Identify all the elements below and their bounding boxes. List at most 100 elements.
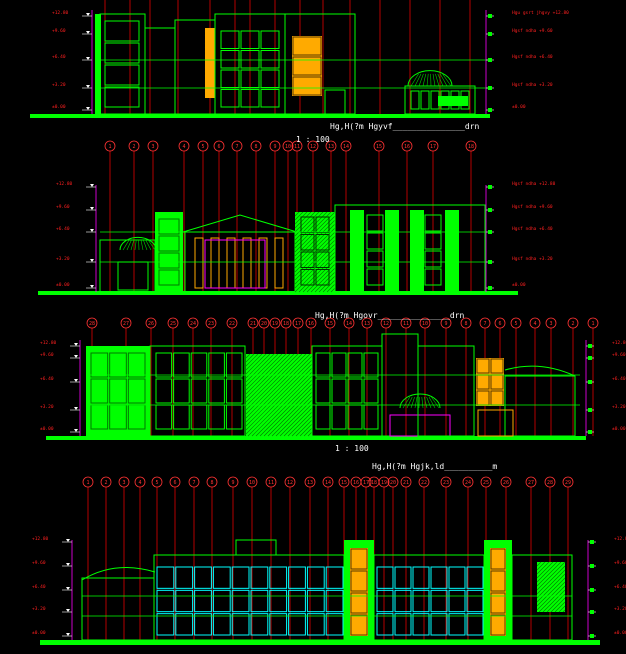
window <box>240 30 260 49</box>
level-label-left: ±0.00 <box>40 426 54 432</box>
grid-axis-label: 16 <box>308 321 314 327</box>
window <box>212 613 231 636</box>
window <box>260 30 280 49</box>
window <box>490 614 506 636</box>
dome-rib <box>431 396 440 409</box>
level-label-right: Hgsf ndha +6.40 <box>512 226 553 232</box>
hatch-line <box>245 353 283 391</box>
window <box>424 268 442 286</box>
level-marker-left <box>86 107 90 110</box>
entrance <box>477 409 514 437</box>
hatch-line <box>287 411 313 437</box>
hatch-line <box>245 353 275 383</box>
window <box>315 216 330 233</box>
ground-line <box>40 640 600 645</box>
grid-axis-label: 8 <box>210 480 213 486</box>
grid-axis-bubble <box>460 317 472 329</box>
tower <box>381 333 419 437</box>
grid-axis-label: 1 <box>591 321 594 327</box>
window <box>175 613 194 636</box>
window <box>424 232 442 250</box>
grid-axis-bubble <box>338 476 350 488</box>
level-marker-right <box>488 185 492 189</box>
elevation-1-title: Hg,H(?m Hgyvf_______________drn <box>330 122 480 131</box>
level-marker-left <box>90 184 94 187</box>
pier <box>350 210 364 292</box>
hatch-line <box>245 367 313 435</box>
level-label-left: +6.40 <box>40 376 54 382</box>
hatch-line <box>294 223 336 265</box>
grid-axis-bubble <box>401 140 413 152</box>
balustrade <box>438 96 468 106</box>
accent-panel <box>292 36 322 96</box>
level-label-right: Hgsf ndha +3.20 <box>512 256 553 262</box>
window <box>175 566 194 589</box>
grid-axis-label: 26 <box>148 321 154 327</box>
window <box>448 566 466 589</box>
grid-axis-label: 7 <box>235 144 238 150</box>
window <box>366 250 384 268</box>
level-marker-left <box>74 355 78 358</box>
level-marker-right <box>590 540 594 544</box>
pier <box>410 210 424 292</box>
dome-rib <box>426 396 432 409</box>
level-marker-right <box>488 58 492 62</box>
hatch-line <box>245 353 279 387</box>
hatch-line <box>271 395 313 437</box>
window <box>315 234 330 251</box>
grid-axis-label: 5 <box>514 321 517 327</box>
grid-axis-bubble <box>418 476 430 488</box>
window <box>220 30 240 49</box>
pilaster <box>95 14 101 114</box>
level-label-right: ±0.00 <box>614 630 626 636</box>
grid-axis-bubble <box>373 140 385 152</box>
window <box>250 613 269 636</box>
grid-axis-label: 16 <box>404 144 410 150</box>
level-label-left: +9.60 <box>56 204 70 210</box>
hatch-line <box>245 355 313 423</box>
window <box>240 89 260 108</box>
hatch-line <box>562 609 566 613</box>
hatch-line <box>283 407 313 437</box>
hatch-line <box>245 353 271 379</box>
grid-axis-bubble <box>525 476 537 488</box>
grid-axis-bubble <box>206 476 218 488</box>
grid-axis-label: 9 <box>231 480 234 486</box>
accent-strip <box>490 548 506 636</box>
grid-axis-label: 26 <box>503 480 509 486</box>
grid-axis-label: 15 <box>327 321 333 327</box>
grid-axis-bubble <box>305 317 317 329</box>
level-marker-right <box>488 32 492 36</box>
level-marker-right <box>588 380 592 384</box>
hatch-line <box>318 275 336 293</box>
level-label-right: Hgsf ndha +3.20 <box>512 82 553 88</box>
grid-axis-bubble <box>325 140 337 152</box>
grid-axis-label: 6 <box>217 144 220 150</box>
hatch-line <box>294 247 336 289</box>
grid-axis-bubble <box>500 476 512 488</box>
dome-rib <box>122 239 130 251</box>
grid-axis-bubble <box>567 317 579 329</box>
level-label-left: +12.80 <box>40 340 57 346</box>
level-marker-right <box>588 430 592 434</box>
grid-axis-bubble <box>378 476 390 488</box>
level-marker-right <box>488 286 492 290</box>
window <box>466 566 484 589</box>
window <box>306 613 325 636</box>
window <box>430 589 448 613</box>
level-marker-left <box>66 539 70 542</box>
hatch-line <box>558 605 566 613</box>
window <box>325 566 344 589</box>
window <box>350 592 368 614</box>
window <box>104 86 140 108</box>
window <box>366 214 384 232</box>
level-label-left: +3.20 <box>52 82 66 88</box>
level-marker-left <box>66 633 70 636</box>
hatch-line <box>536 569 566 599</box>
grid-axis-bubble <box>529 317 541 329</box>
low-wing <box>99 239 156 293</box>
grid-axis-bubble <box>188 476 200 488</box>
window <box>288 589 306 613</box>
grid-axis-label: 22 <box>421 480 427 486</box>
